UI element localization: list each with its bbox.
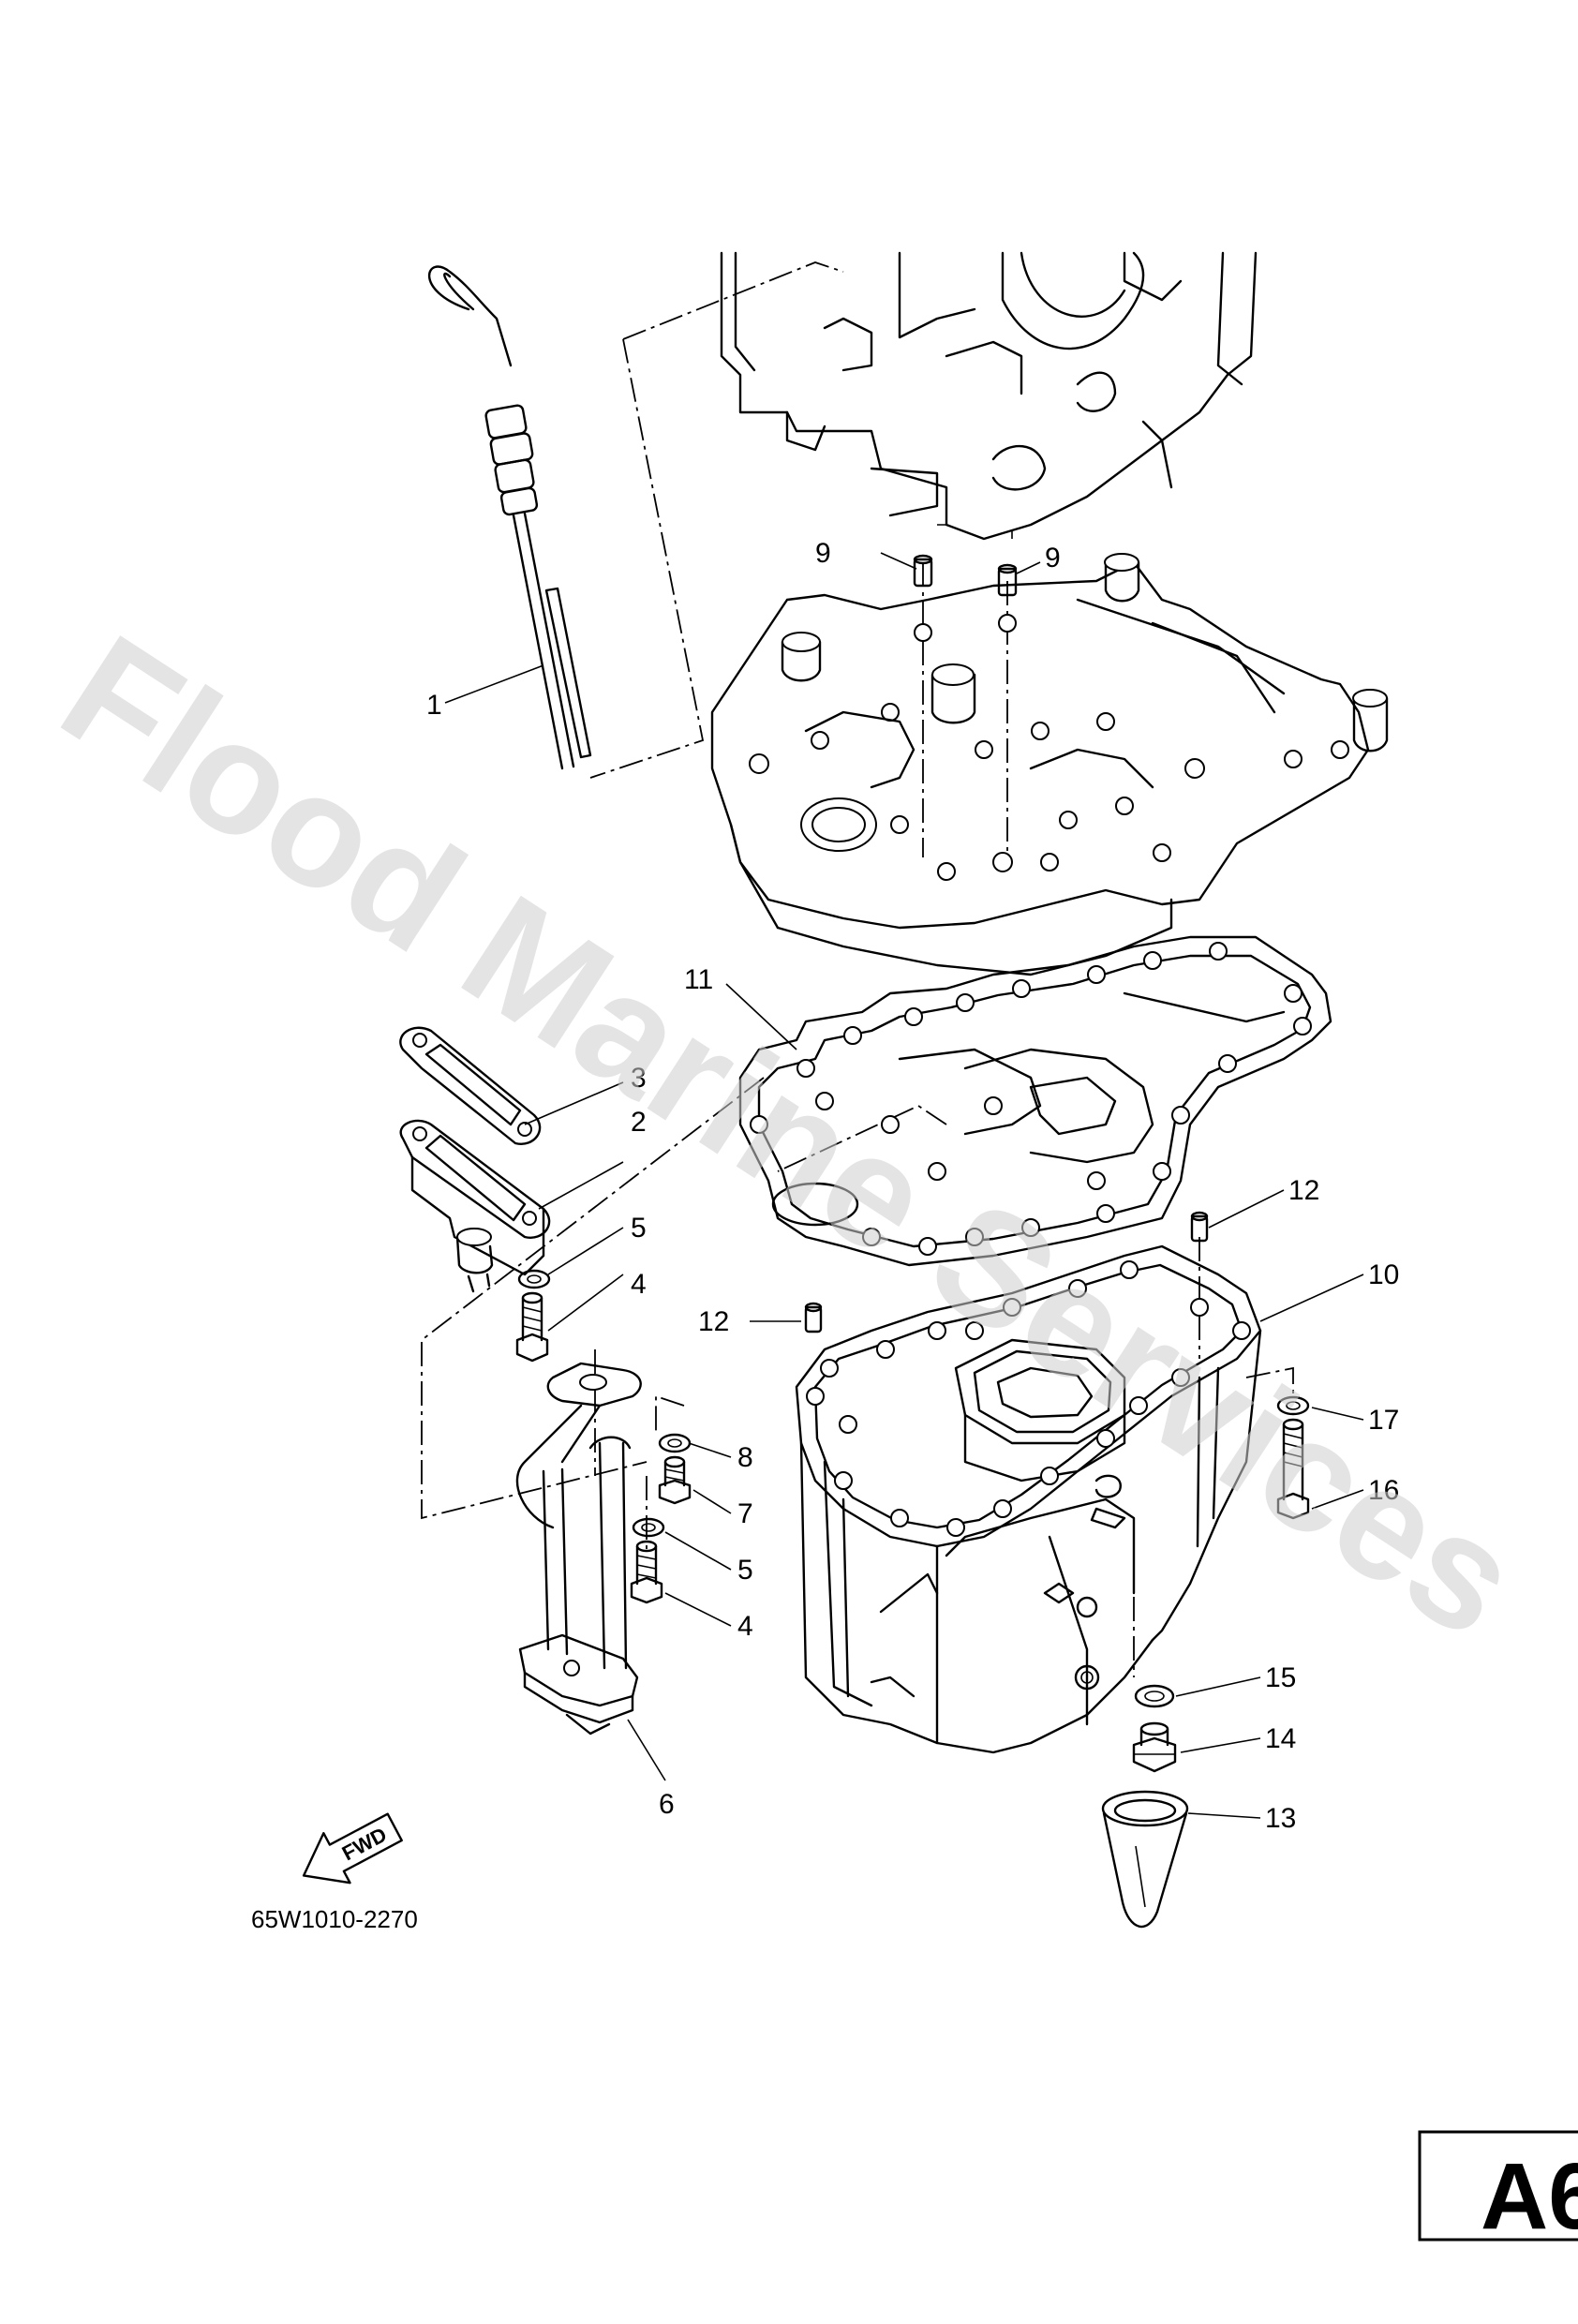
- drain-plug: [1132, 1721, 1177, 1773]
- dipstick: [427, 265, 592, 770]
- bolt-7: [658, 1455, 692, 1505]
- callout-1: 1: [426, 690, 442, 721]
- dowel-pin-left: [913, 554, 933, 588]
- callout-17: 17: [1368, 1405, 1399, 1436]
- callout-16: 16: [1368, 1475, 1399, 1506]
- callout-14: 14: [1265, 1723, 1296, 1754]
- callout-7: 7: [737, 1498, 753, 1529]
- callout-10: 10: [1368, 1259, 1399, 1290]
- callout-3: 3: [631, 1063, 647, 1094]
- fwd-arrow-icon: FWD: [302, 1812, 403, 1885]
- watermark: Flood Marine Services: [33, 602, 1548, 1672]
- callout-8: 8: [737, 1442, 753, 1473]
- exhaust-guide: [710, 553, 1389, 976]
- washer-lower: [632, 1517, 665, 1538]
- washer-17: [1276, 1395, 1310, 1416]
- callout-4-upper: 4: [631, 1269, 647, 1300]
- cover: [399, 1119, 551, 1293]
- drain-gasket: [1134, 1684, 1175, 1708]
- callout-2: 2: [631, 1107, 647, 1138]
- callout-6: 6: [659, 1789, 675, 1820]
- drawing-code: 65W1010-2270: [251, 1905, 418, 1933]
- cover-gasket: [399, 1026, 542, 1145]
- callout-9-left: 9: [815, 538, 831, 569]
- callout-5-lower: 5: [737, 1555, 753, 1586]
- bolt-16: [1276, 1418, 1310, 1520]
- callout-11: 11: [684, 964, 713, 995]
- callout-12-left: 12: [698, 1306, 729, 1337]
- dowel-pin-right: [997, 563, 1018, 597]
- callout-15: 15: [1265, 1662, 1296, 1693]
- gasket: [738, 935, 1332, 1267]
- washer-8: [658, 1433, 692, 1453]
- dowel-pin-12-right: [1190, 1211, 1209, 1243]
- bolt-upper: [515, 1291, 549, 1363]
- dowel-pin-12-left: [804, 1302, 823, 1333]
- page-tag: A6: [1481, 2144, 1578, 2249]
- leader-lines: [444, 552, 1364, 1819]
- callout-9-right: 9: [1045, 543, 1061, 574]
- callout-13: 13: [1265, 1803, 1296, 1834]
- oil-pan: [795, 1244, 1262, 1754]
- fwd-label: FWD: [338, 1823, 391, 1866]
- engine-block: [720, 251, 1258, 541]
- oil-strainer: [515, 1362, 642, 1736]
- page-tag-box: A6: [1418, 2130, 1578, 2249]
- drain-cap: [1101, 1790, 1189, 1929]
- callout-12-right: 12: [1288, 1175, 1319, 1206]
- bolt-lower: [630, 1540, 663, 1604]
- callout-labels: 1 2 3 4 4 5 5 6 7 8 9 9 10 11 12 12 13 1…: [426, 538, 1399, 1834]
- callout-4-lower: 4: [737, 1611, 753, 1642]
- callout-5-upper: 5: [631, 1213, 647, 1244]
- washer-upper: [517, 1269, 551, 1289]
